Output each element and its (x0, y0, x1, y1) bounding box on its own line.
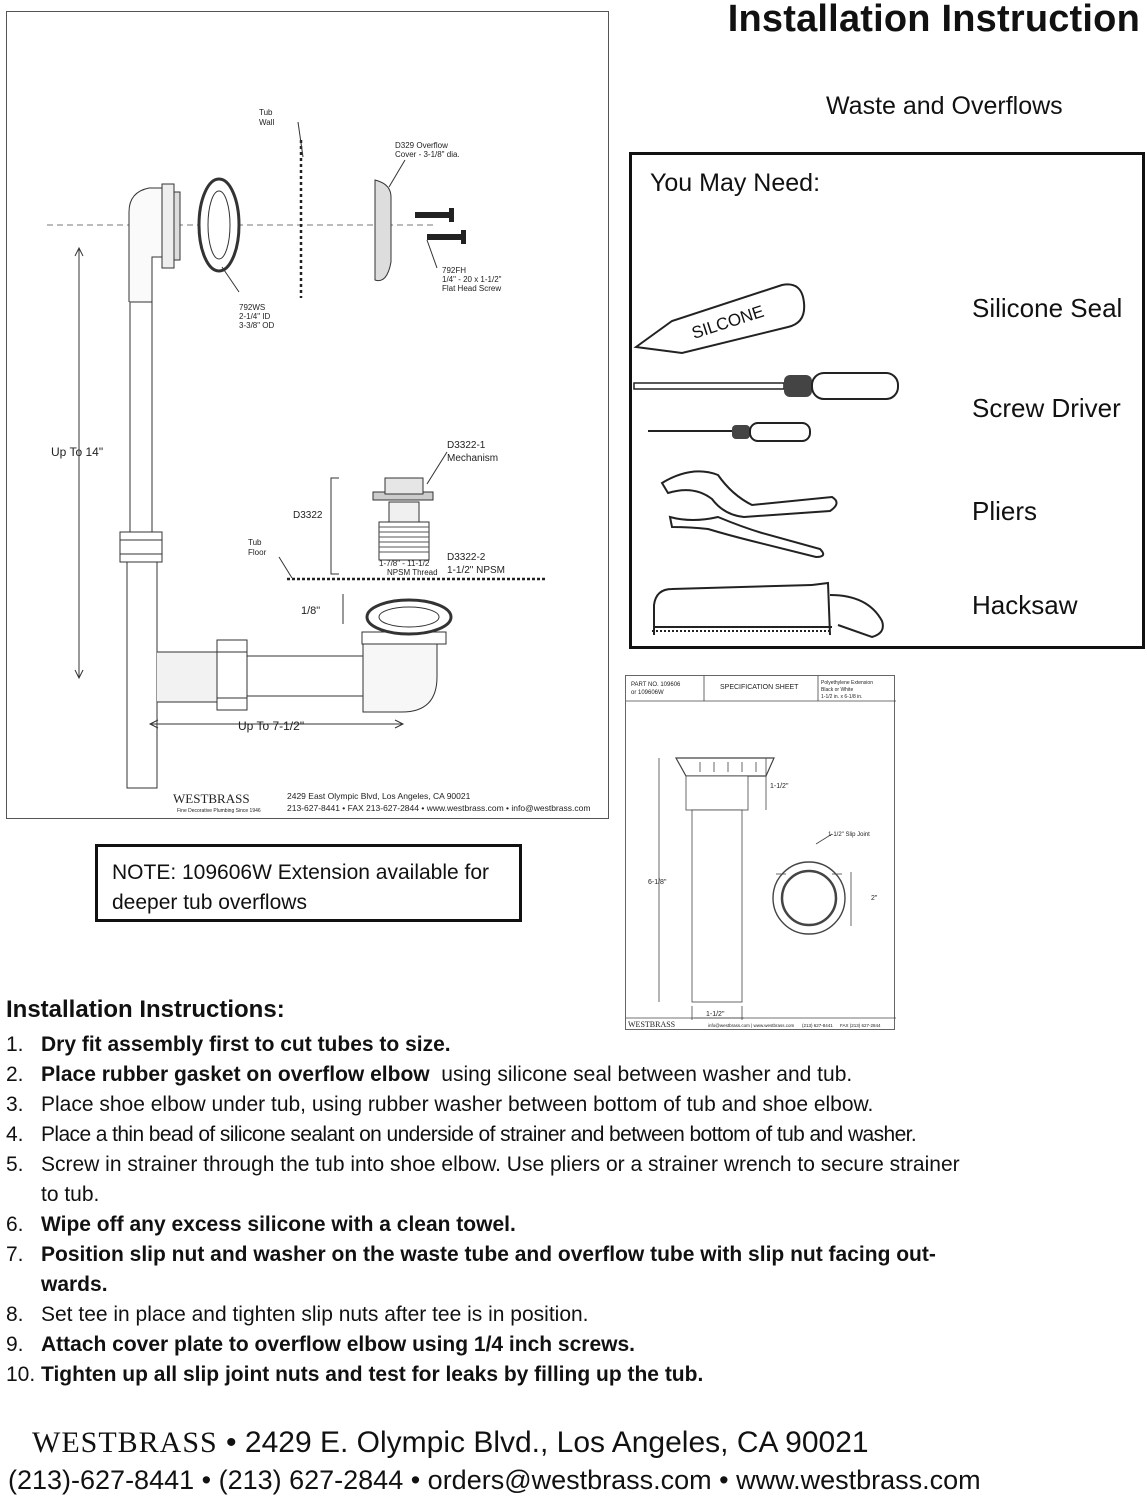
instruction-number: 3. (6, 1093, 24, 1116)
instruction-text: using silicone seal between washer and t… (429, 1063, 853, 1086)
tool-label-silicone-seal: Silicone Seal (972, 293, 1123, 323)
spec-desc-1: Polyethylene Extension (821, 680, 873, 686)
spec-part-2: or 109606W (631, 690, 664, 696)
instruction-bold-text: Attach cover plate to overflow elbow usi… (41, 1333, 635, 1356)
instruction-number: 6. (6, 1213, 24, 1236)
label-up-to-7: Up To 7-1/2" (238, 719, 304, 733)
spec-dim-2: 2" (871, 895, 878, 902)
instruction-item: 7. Position slip nut and washer on the wa… (6, 1240, 1076, 1300)
instruction-number: 5. (6, 1153, 24, 1176)
instruction-text: Set tee in place and tighten slip nuts a… (41, 1303, 589, 1326)
label-npsm: 1-1/2" NPSM (447, 565, 505, 576)
label-up-to-14: Up To 14" (51, 445, 103, 459)
instruction-item: 10.Tighten up all slip joint nuts and te… (6, 1360, 1076, 1390)
instruction-item: 3. Place shoe elbow under tub, using rubb… (6, 1090, 1076, 1120)
instruction-number: 8. (6, 1303, 24, 1326)
screwdriver-large-icon (633, 372, 899, 400)
label-npsm-thread-1: 1-7/8" - 11-1/2 (379, 559, 430, 568)
instruction-item: 8. Set tee in place and tighten slip nuts… (6, 1300, 1076, 1330)
spec-dim-bottom: 1-1/2" (706, 1011, 725, 1018)
instruction-bold-text: Position slip nut and washer on the wast… (41, 1243, 936, 1296)
label-mechanism-1: D3322-1 (447, 440, 486, 451)
label-tub-wall-2: Wall (259, 118, 274, 127)
instruction-bold-text: Wipe off any excess silicone with a clea… (41, 1213, 516, 1236)
instruction-text: Place shoe elbow under tub, using rubber… (41, 1093, 874, 1116)
diagram-brand-logo: WESTBRASS (173, 791, 250, 806)
spec-sheet-drawing: PART NO. 109606 or 109606W SPECIFICATION… (626, 676, 896, 1029)
assembly-drawing: Tub Wall D329 Overflow Cover - 3-1/8" di… (47, 108, 590, 814)
spec-contact-2: (213) 627-8441 (802, 1023, 833, 1028)
label-d3322: D3322 (293, 510, 323, 521)
label-d3322-2: D3322-2 (447, 552, 486, 563)
instruction-text: Place a thin bead of silicone sealant on… (41, 1123, 917, 1146)
tool-label-hacksaw: Hacksaw (972, 590, 1078, 620)
diagram-address: 2429 East Olympic Blvd, Los Angeles, CA … (287, 791, 471, 801)
label-tub-floor-2: Floor (248, 548, 267, 557)
label-gasket-3: 3-3/8" OD (239, 321, 275, 330)
tool-label-pliers: Pliers (972, 496, 1038, 526)
spec-dim-height: 6-1/8" (648, 879, 667, 886)
instructions-heading: Installation Instructions: (6, 996, 285, 1023)
screwdriver-small-icon (648, 422, 811, 442)
footer-contact-line: (213)-627-8441 • (213) 627-2844 • orders… (8, 1465, 981, 1495)
label-gasket-2: 2-1/4" ID (239, 312, 271, 321)
footer-brand-logo: WESTBRASS (32, 1426, 218, 1459)
spec-part-1: PART NO. 109606 (631, 682, 681, 688)
assembly-diagram: Tub Wall D329 Overflow Cover - 3-1/8" di… (6, 11, 609, 819)
note-line-1: NOTE: 109606W Extension available for (112, 861, 490, 884)
label-one-eighth: 1/8" (301, 605, 320, 617)
instruction-bold-text: Tighten up all slip joint nuts and test … (41, 1363, 704, 1386)
spec-brand-logo: WESTBRASS (628, 1020, 675, 1029)
instruction-number: 9. (6, 1333, 24, 1356)
label-gasket-1: 792WS (239, 303, 265, 312)
spec-desc-2: Black or White (821, 687, 853, 693)
instruction-bold-text: Place rubber gasket on overflow elbow (41, 1063, 430, 1086)
instruction-number: 1. (6, 1033, 24, 1056)
note-line-2: deeper tub overflows (112, 891, 307, 914)
label-overflow-cover-1: D329 Overflow (395, 141, 448, 150)
instruction-item: 4. Place a thin bead of silicone sealant … (6, 1120, 1076, 1150)
spec-contact-3: FAX (213) 627-2844 (840, 1023, 881, 1028)
label-npsm-thread-2: NPSM Thread (387, 568, 438, 577)
label-screw-3: Flat Head Screw (442, 284, 501, 293)
tool-label-screw-driver: Screw Driver (972, 393, 1121, 423)
instruction-item: 5. Screw in strainer through the tub into… (6, 1150, 1076, 1210)
label-overflow-cover-2: Cover - 3-1/8" dia. (395, 150, 460, 159)
instruction-text: Screw in strainer through the tub into s… (41, 1153, 960, 1206)
footer-address-line: WESTBRASS • 2429 E. Olympic Blvd., Los A… (32, 1426, 869, 1460)
instructions-list: 1. Dry fit assembly first to cut tubes to… (6, 1030, 1076, 1390)
page-title: Installation Instruction (727, 0, 1140, 40)
label-mechanism-2: Mechanism (447, 453, 498, 464)
extension-note: NOTE: 109606W Extension available for de… (95, 844, 522, 922)
silicone-tube-icon: SILCONE (633, 283, 806, 355)
instruction-item: 9. Attach cover plate to overflow elbow u… (6, 1330, 1076, 1360)
instruction-number: 10. (6, 1363, 36, 1386)
spec-contact-1: info@westbrass.com | www.westbrass.com (708, 1023, 795, 1028)
instruction-number: 2. (6, 1063, 24, 1086)
instruction-item: 6. Wipe off any excess silicone with a cl… (6, 1210, 1076, 1240)
label-tub-floor-1: Tub (248, 538, 262, 547)
label-screw-2: 1/4" - 20 x 1-1/2" (442, 275, 502, 284)
spec-slip-joint: 1-1/2" Slip Joint (828, 832, 870, 838)
instruction-item: 2.Place rubber gasket on overflow elbow … (6, 1060, 1076, 1090)
spec-desc-3: 1-1/2 in. x 6-1/8 in. (821, 694, 862, 700)
instruction-number: 7. (6, 1243, 24, 1266)
instruction-number: 4. (6, 1123, 24, 1146)
hacksaw-icon (652, 581, 884, 639)
tool-illustrations: SILCONE (633, 283, 899, 639)
tools-needed-title: You May Need: (650, 169, 821, 197)
instruction-bold-text: Dry fit assembly first to cut tubes to s… (41, 1033, 451, 1056)
label-tub-wall-1: Tub (259, 108, 273, 117)
label-screw-1: 792FH (442, 266, 466, 275)
spec-sheet-title: SPECIFICATION SHEET (720, 684, 799, 691)
pliers-icon (660, 470, 838, 559)
spec-dim-top: 1-1/2" (770, 783, 789, 790)
page-subtitle: Waste and Overflows (826, 92, 1063, 120)
instruction-item: 1. Dry fit assembly first to cut tubes to… (6, 1030, 1076, 1060)
tools-needed-box: You May Need: SILCONE (629, 152, 1145, 649)
diagram-brand-tagline: Fine Decorative Plumbing Since 1946 (177, 808, 261, 814)
diagram-contact: 213-627-8441 • FAX 213-627-2844 • www.we… (287, 803, 590, 813)
spec-sheet: PART NO. 109606 or 109606W SPECIFICATION… (625, 675, 896, 1030)
footer-address: • 2429 E. Olympic Blvd., Los Angeles, CA… (217, 1426, 869, 1459)
